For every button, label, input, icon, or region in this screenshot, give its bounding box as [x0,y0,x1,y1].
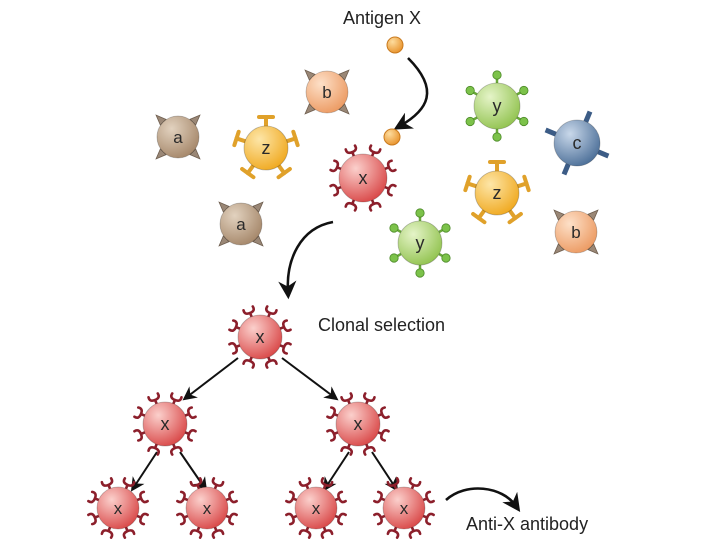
cell-x-x1: x [228,305,292,369]
cell-z-z1: z [232,115,300,180]
cell-body [397,220,443,266]
cell-letter: x [114,499,123,518]
cell-body [473,82,521,130]
cell-body [554,210,598,254]
cell-b-b1: b [304,69,350,115]
cell-body [382,486,426,530]
cell-body [156,115,200,159]
cell-x-x4: x [87,477,149,539]
cell-body [219,202,263,246]
cell-body [553,119,601,167]
cells-layer: a b z a x y c z b y x x x x x x x [87,69,610,539]
arrows-layer [130,57,521,512]
cell-letter: y [493,96,502,116]
division-arrow-rr [371,451,399,492]
cell-b-b2: b [553,209,599,255]
cell-letter: c [573,133,582,153]
cell-letter: a [173,128,183,147]
cell-z-z2: z [463,160,531,225]
antigen-bound-icon [383,128,401,146]
cell-x-x3: x [326,392,390,456]
division-arrow-left [182,357,239,401]
cell-x-x5: x [176,477,238,539]
cell-letter: x [256,327,265,347]
cell-body [237,314,283,360]
cell-y-y2: y [389,208,451,278]
cell-letter: z [493,183,502,203]
cell-x-x2: x [133,392,197,456]
cell-a-a1: a [155,114,201,160]
cell-letter: x [203,499,212,518]
cell-letter: b [571,223,580,242]
cell-body [474,170,520,216]
cell-letter: x [354,414,363,434]
division-arrow-right [281,357,339,401]
cell-letter: y [416,233,425,253]
cell-a-a2: a [218,201,264,247]
cell-x-x7: x [373,477,435,539]
cell-body [294,486,338,530]
cell-x-x6: x [285,477,347,539]
cell-letter: x [161,414,170,434]
cell-letter: x [359,168,368,188]
cell-body [142,401,188,447]
division-arrow-ll [130,451,158,492]
cell-letter: z [262,138,271,158]
antibody-label: Anti-X antibody [466,514,588,534]
cell-body [243,125,289,171]
cell-body [96,486,140,530]
cell-body [338,153,388,203]
division-arrow-rl [322,451,350,492]
cell-letter: x [400,499,409,518]
cell-x-x0: x [329,144,397,212]
antigen-label: Antigen X [343,8,421,28]
antigen-free-icon [386,36,404,54]
cell-body [335,401,381,447]
cell-y-y1: y [465,70,529,142]
clonal-selection-label: Clonal selection [318,315,445,335]
antibody-secretion-arrow [445,487,521,512]
cell-c-c1: c [544,110,610,176]
antigen-binding-arrow [393,57,429,130]
cell-letter: b [322,83,331,102]
cell-body [305,70,349,114]
selection-arrow [278,220,334,300]
cell-letter: a [236,215,246,234]
cell-letter: x [312,499,321,518]
cell-body [185,486,229,530]
